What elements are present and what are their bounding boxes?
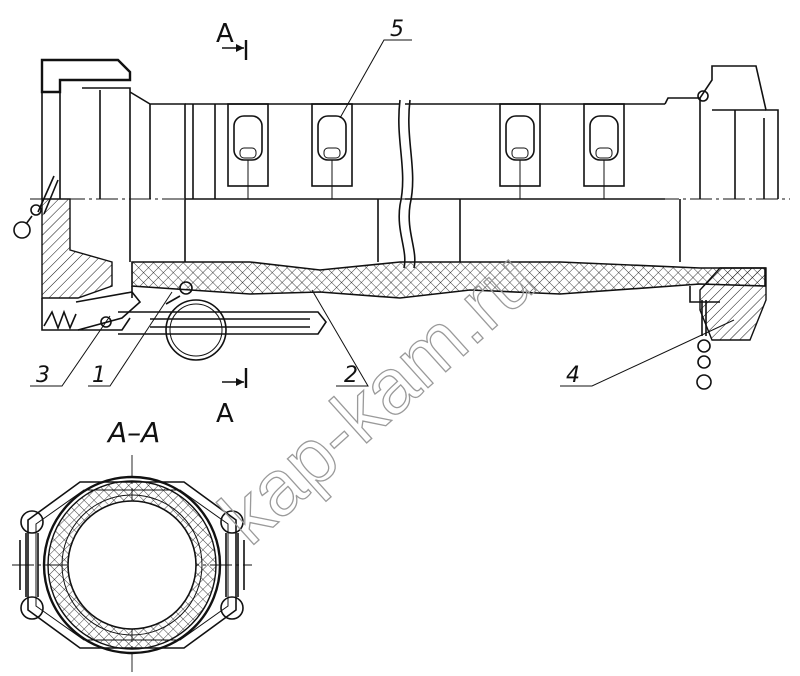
hose-section	[129, 199, 767, 341]
svg-text:4: 4	[566, 363, 580, 388]
section-cut-bottom: A	[216, 368, 248, 429]
callouts: 5 3 1 2 4	[30, 17, 735, 388]
hose-exterior	[185, 65, 779, 269]
callout-2: 2	[311, 289, 369, 388]
main-view: A A 5 3 1 2	[13, 17, 790, 429]
svg-text:2: 2	[344, 363, 358, 388]
clamp-band	[311, 103, 353, 199]
callout-4: 4	[560, 319, 735, 388]
left-chain-ring	[13, 175, 59, 239]
bolt-head	[220, 596, 244, 620]
callout-5: 5	[339, 17, 412, 119]
lock-ring	[165, 281, 227, 361]
svg-text:3: 3	[36, 363, 50, 388]
svg-text:1: 1	[92, 363, 106, 388]
section-view-title: A–A	[106, 416, 160, 449]
section-view-a-a: A–A	[12, 416, 252, 672]
callout-1: 1	[88, 291, 173, 388]
bolt-head	[20, 596, 44, 620]
section-letter-bottom: A	[216, 399, 234, 429]
clamp-band	[227, 103, 269, 199]
clamp-band	[499, 103, 541, 199]
bolt-head	[20, 510, 44, 534]
bolt-head	[220, 510, 244, 534]
section-cut-top: A	[216, 19, 248, 60]
section-letter-top: A	[216, 19, 234, 49]
callout-3: 3	[30, 315, 111, 388]
right-chain-ring	[696, 90, 712, 390]
pivot-pin	[100, 316, 112, 328]
clamp-band	[583, 103, 625, 199]
svg-text:5: 5	[390, 17, 404, 42]
clamp-bands	[227, 103, 625, 199]
left-coupling-head	[40, 58, 327, 335]
